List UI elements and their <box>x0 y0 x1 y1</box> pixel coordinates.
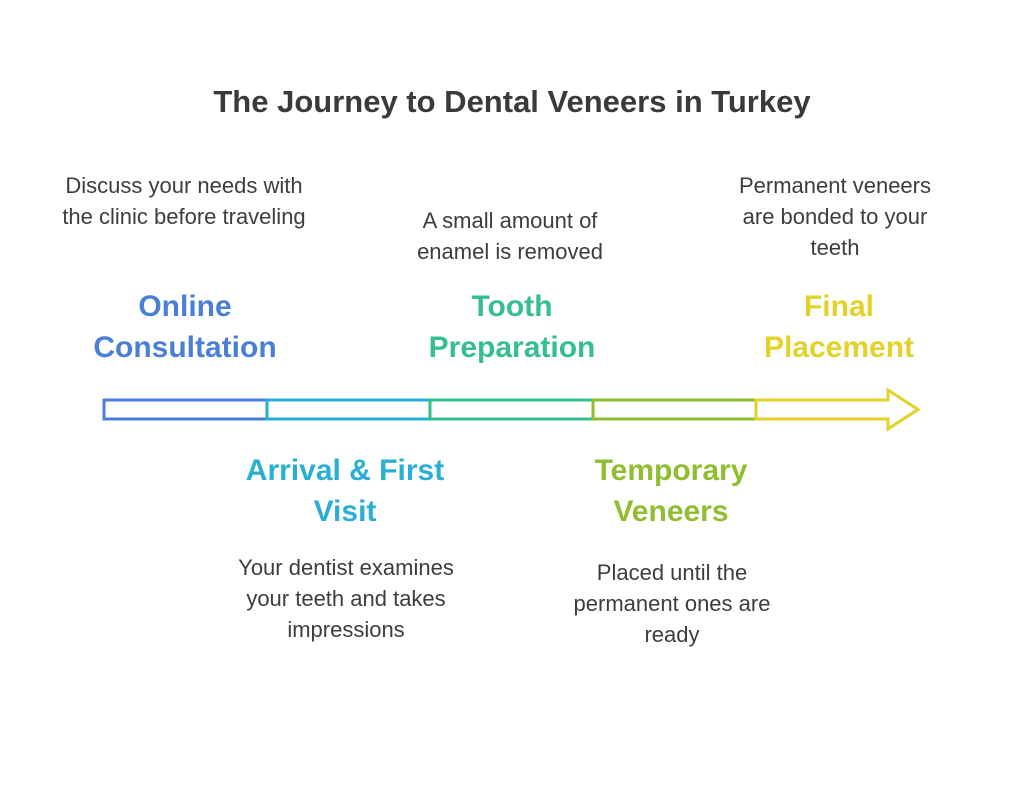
timeline-segment-tooth-preparation <box>428 398 595 421</box>
stage-description-final-placement: Permanent veneers are bonded to your tee… <box>739 173 931 260</box>
stage-description-tooth-preparation: A small amount of enamel is removed <box>417 208 603 264</box>
timeline-segment-final-placement <box>754 387 921 432</box>
stage-label-tooth-preparation: Tooth Preparation <box>428 290 596 364</box>
stage-label-arrival-first-visit: Arrival & First Visit <box>245 454 445 528</box>
diagram-title: The Journey to Dental Veneers in Turkey <box>213 84 811 119</box>
stage-description-online-consultation: Discuss your needs with the clinic befor… <box>62 173 306 229</box>
stage-label-online-consultation: Online Consultation <box>93 290 277 364</box>
timeline-segment-online-consultation <box>102 398 269 421</box>
stage-label-temporary-veneers: Temporary Veneers <box>594 454 748 528</box>
timeline-segment-temporary-veneers <box>591 398 758 421</box>
stage-description-arrival-first-visit: Your dentist examines your teeth and tak… <box>238 555 454 642</box>
stage-description-temporary-veneers: Placed until the permanent ones are read… <box>573 560 771 647</box>
timeline-segment-arrival-first-visit <box>265 398 432 421</box>
stage-label-final-placement: Final Placement <box>763 290 915 364</box>
